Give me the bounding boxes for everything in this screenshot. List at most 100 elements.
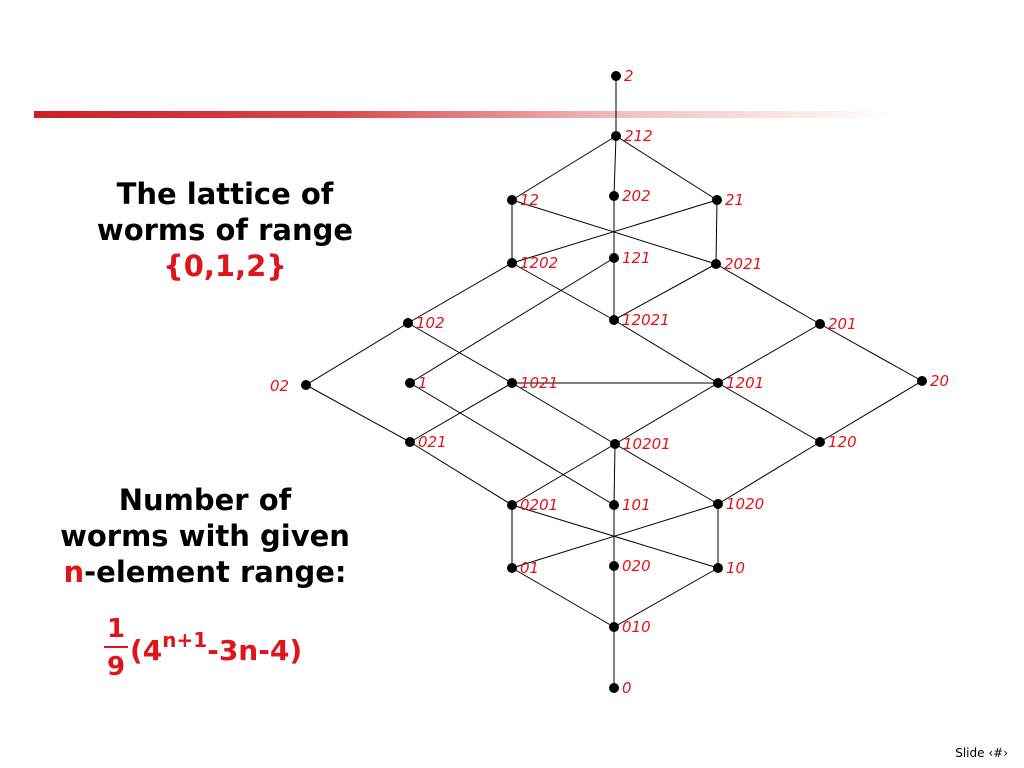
fraction-bar <box>104 646 128 648</box>
edge-1202-102 <box>407 262 513 324</box>
slide-number: Slide ‹#› <box>955 746 1008 760</box>
node-102 <box>403 318 413 328</box>
node-01 <box>507 563 517 573</box>
edge-21-2021 <box>715 199 718 265</box>
formula-denominator: 9 <box>106 652 126 682</box>
node-202 <box>609 191 619 201</box>
lattice-title: The lattice of worms of range {0,1,2} <box>40 176 410 284</box>
node-121 <box>609 253 619 263</box>
node-0201 <box>507 500 517 510</box>
node-label-21: 21 <box>725 191 744 209</box>
edge-201-1201 <box>717 323 821 384</box>
edge-212-12 <box>511 135 617 201</box>
node-2 <box>611 71 621 81</box>
node-label-0: 0 <box>622 679 632 697</box>
formula-exponent: n+1 <box>162 628 208 652</box>
edge-21-1202 <box>511 199 718 264</box>
count-variable: n <box>63 555 85 589</box>
node-label-1021: 1021 <box>520 374 558 392</box>
edge-1202-12021 <box>511 262 615 321</box>
node-201 <box>815 319 825 329</box>
count-line-1: Number of <box>118 483 292 517</box>
node-21 <box>712 195 722 205</box>
edge-212-202 <box>613 135 617 197</box>
node-label-010: 010 <box>622 618 651 636</box>
node-1201 <box>713 378 723 388</box>
edge-10201-0201 <box>511 443 616 506</box>
count-line-2: worms with given <box>60 519 350 553</box>
edge-121-1 <box>409 257 615 384</box>
edge-1-101 <box>409 382 615 506</box>
count-description: Number of worms with given n-element ran… <box>40 482 370 590</box>
node-20 <box>917 376 927 386</box>
edge-2021-201 <box>715 263 821 325</box>
count-line-3: n-element range: <box>40 554 370 590</box>
node-label-1202: 1202 <box>520 254 558 272</box>
title-line-2: worms of range <box>96 213 354 247</box>
edge-01-010 <box>511 567 615 628</box>
node-120 <box>815 437 825 447</box>
formula-numerator: 1 <box>106 614 126 644</box>
node-020 <box>609 561 619 571</box>
count-formula: 1 9 (4n+1-3n-4) <box>104 614 364 684</box>
node-12021 <box>609 315 619 325</box>
node-2021 <box>711 259 721 269</box>
node-021 <box>405 437 415 447</box>
node-212 <box>611 131 621 141</box>
node-label-10: 10 <box>726 559 745 577</box>
edge-201-20 <box>819 323 923 382</box>
node-101 <box>609 500 619 510</box>
title-set: {0,1,2} <box>163 249 287 283</box>
lattice-edges <box>305 76 923 688</box>
node-label-202: 202 <box>622 187 651 205</box>
count-line-3-rest: -element range: <box>84 555 347 589</box>
node-label-212: 212 <box>624 127 653 145</box>
node-1202 <box>507 258 517 268</box>
node-label-02: 02 <box>270 377 289 395</box>
edge-10-010 <box>613 567 719 628</box>
edge-20-120 <box>819 380 923 443</box>
formula-open: (4 <box>130 634 163 667</box>
node-1 <box>405 378 415 388</box>
edge-1201-120 <box>717 382 821 443</box>
edge-2021-12021 <box>613 263 717 321</box>
node-02 <box>301 380 311 390</box>
node-label-0201: 0201 <box>520 496 558 514</box>
node-0 <box>609 683 619 693</box>
node-1021 <box>507 378 517 388</box>
node-label-020: 020 <box>622 557 651 575</box>
edge-1021-10201 <box>511 382 616 445</box>
edge-1020-01 <box>511 503 719 569</box>
node-label-1201: 1201 <box>726 374 764 392</box>
edge-120-1020 <box>717 441 821 505</box>
node-label-201: 201 <box>828 315 857 333</box>
node-label-10201: 10201 <box>623 435 671 453</box>
edge-12021-1201 <box>613 319 719 384</box>
node-label-101: 101 <box>622 496 651 514</box>
edge-021-0201 <box>409 441 513 506</box>
node-label-021: 021 <box>418 433 447 451</box>
title-line-1: The lattice of <box>116 177 334 211</box>
title-rule-bar <box>34 111 894 118</box>
node-010 <box>609 622 619 632</box>
node-label-12021: 12021 <box>622 311 670 329</box>
node-10 <box>713 563 723 573</box>
edge-102-1021 <box>407 322 513 384</box>
node-label-20: 20 <box>930 372 949 390</box>
formula-expression: (4n+1-3n-4) <box>130 628 302 667</box>
edge-212-21 <box>615 135 718 201</box>
edge-102-02 <box>305 322 409 386</box>
node-label-01: 01 <box>520 559 539 577</box>
node-label-1: 1 <box>418 374 428 392</box>
edge-10201-101 <box>613 443 616 506</box>
edge-02-021 <box>305 384 411 443</box>
node-1020 <box>713 499 723 509</box>
edge-1201-10201 <box>614 382 719 445</box>
node-label-102: 102 <box>416 314 445 332</box>
node-10201 <box>610 439 620 449</box>
node-label-2: 2 <box>624 67 634 85</box>
node-label-1020: 1020 <box>726 495 764 513</box>
